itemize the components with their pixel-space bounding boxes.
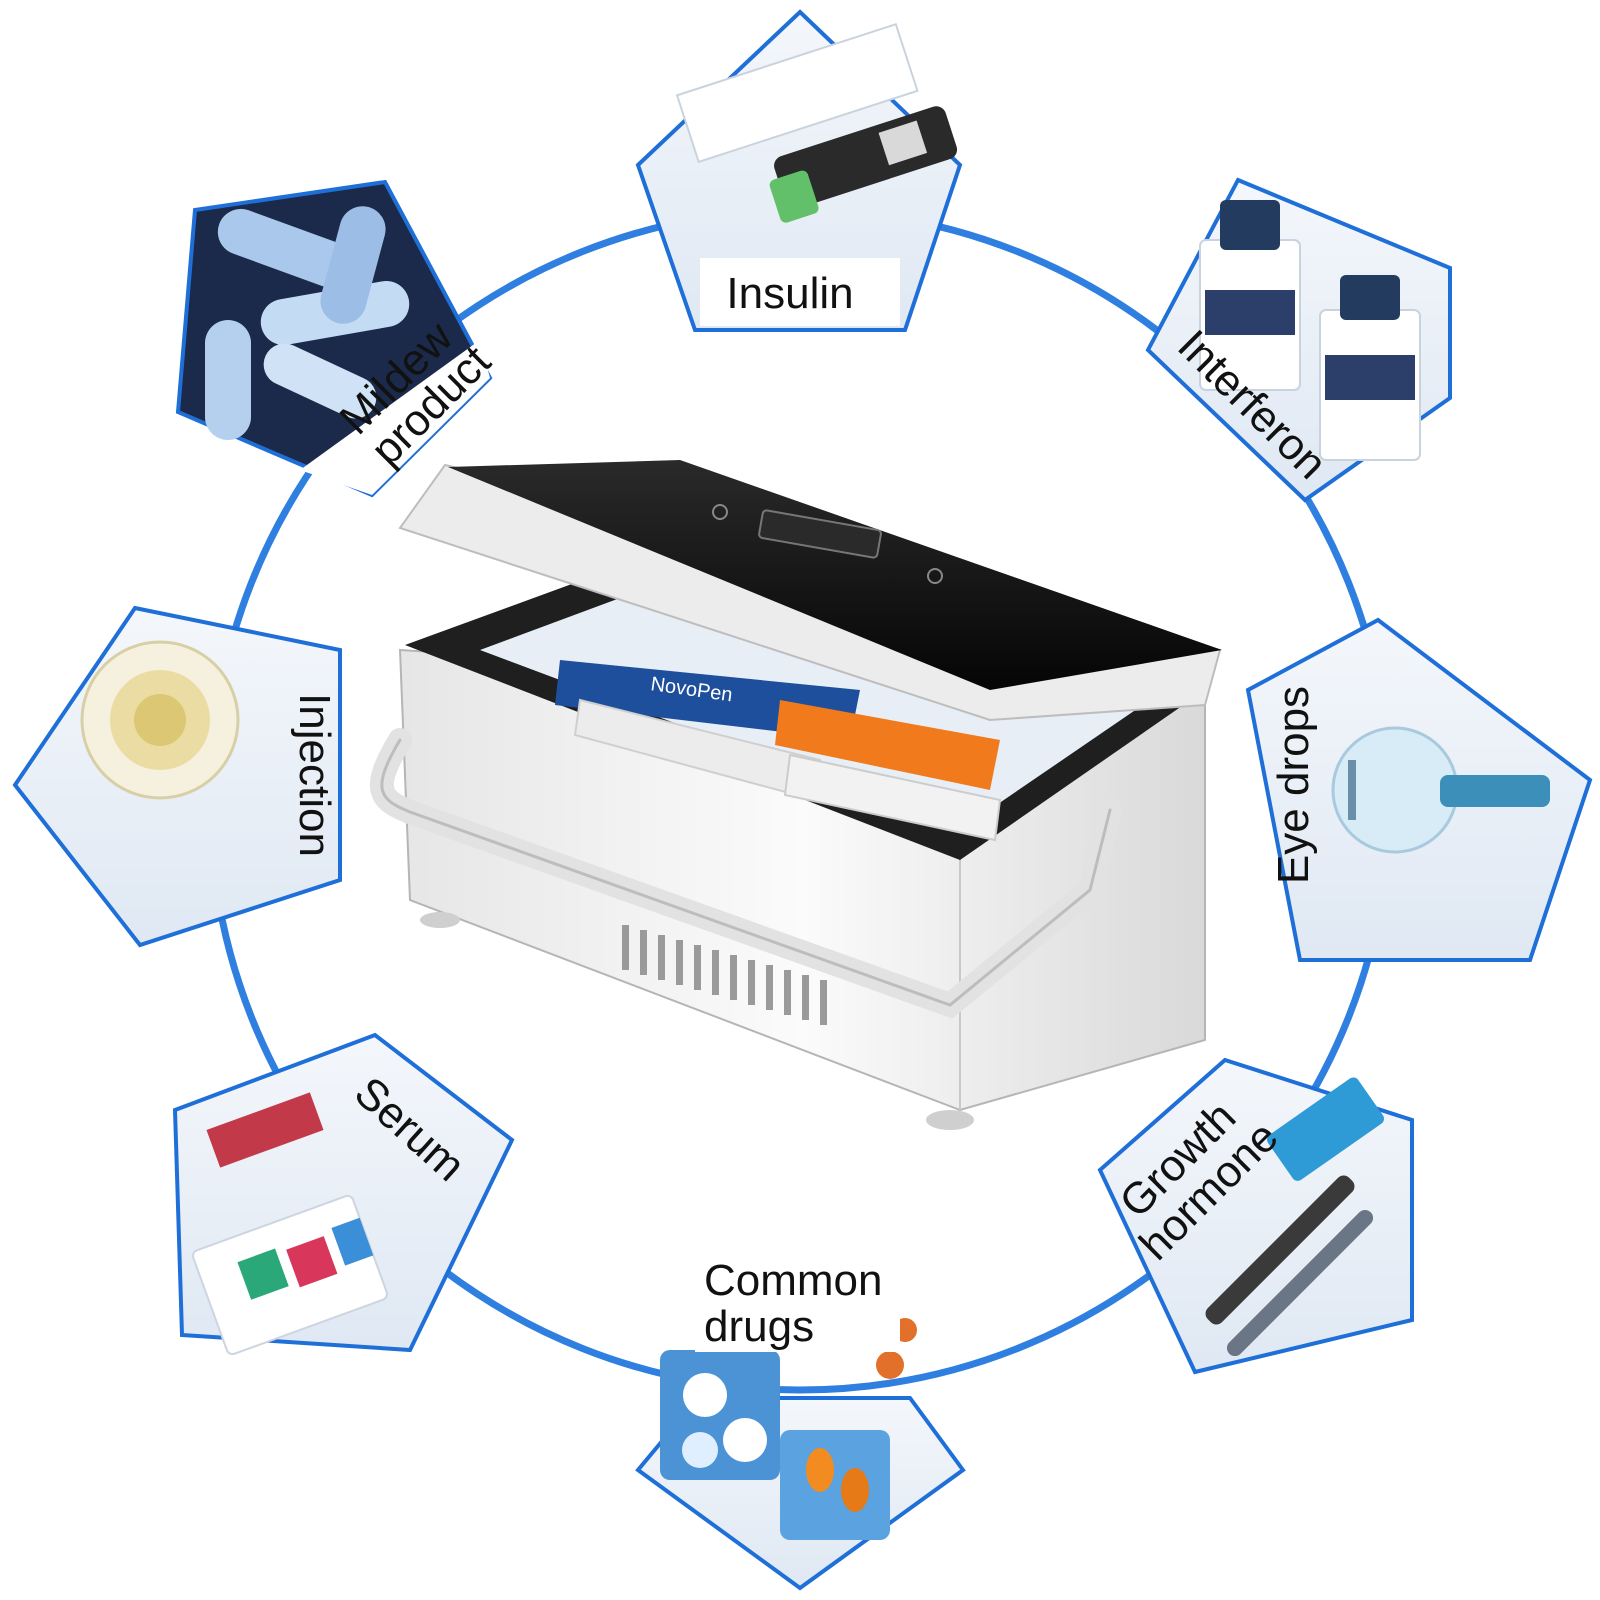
use-card-mildew-product: Mildew product: [175, 179, 500, 498]
lid-display: [712, 504, 943, 584]
use-card-growth-hormone: Growthhormone: [1097, 1057, 1414, 1375]
use-card-common-drugs: Common drugs: [635, 1250, 966, 1591]
portable-insulin-cooler-icon: NovoPen: [370, 460, 1222, 1130]
bacteria-icon: [205, 206, 410, 440]
dropper-flask-icon: [1331, 726, 1550, 854]
label-eye-drops: Eye drops: [1269, 686, 1318, 884]
use-card-interferon: Interferon: [1145, 177, 1452, 503]
label-injection: Injection: [290, 693, 339, 857]
use-card-eye-drops: Eye drops: [1245, 617, 1593, 962]
injection-vial-icon: [80, 640, 240, 800]
use-card-serum: Serum: [172, 1032, 515, 1356]
use-card-injection: Injection: [12, 605, 342, 948]
insulin-pen-icon: [675, 22, 958, 223]
pills-icon: [660, 1318, 917, 1540]
hormone-pen-icon: [1205, 1077, 1385, 1357]
use-cards: Insulin Interferon Eye drops: [12, 9, 1593, 1591]
cooler-lid: [398, 460, 1222, 722]
label-insulin: Insulin: [726, 269, 853, 318]
vent-grille: [622, 925, 827, 1025]
label-common-drugs-line-2: drugs: [704, 1302, 814, 1351]
insulin-pens: NovoPen: [555, 660, 1002, 842]
label-common-drugs: Common drugs: [704, 1256, 895, 1351]
use-card-insulin: Insulin: [635, 9, 963, 332]
vial-icon: [1199, 200, 1421, 461]
serum-tubes-icon: [192, 1092, 388, 1356]
label-common-drugs-line-1: Common: [704, 1256, 883, 1305]
